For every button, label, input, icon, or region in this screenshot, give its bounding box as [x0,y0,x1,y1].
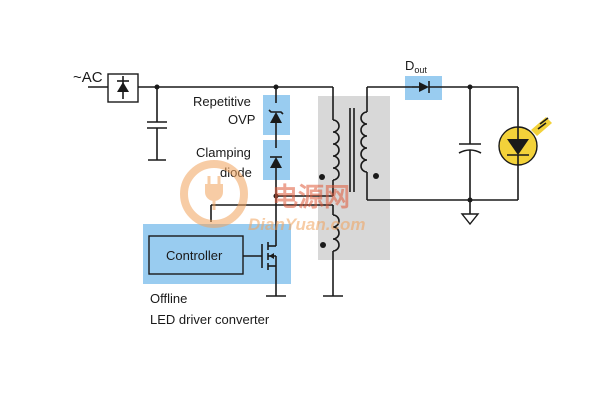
clamping-diode-icon [270,156,282,168]
auxiliary-winding [332,214,340,252]
offline-label: Offline [150,291,187,306]
ac-input-label: ~AC [73,69,103,86]
ovp-label-line1: Repetitive [193,94,251,109]
dianyuan-watermark: 电源网 DianYuan.com [180,160,365,234]
plug-icon [205,184,223,201]
led-driver-label: LED driver converter [150,312,270,327]
primary-winding [332,119,340,181]
mosfet-switch-icon [261,196,277,296]
controller-label: Controller [166,248,223,263]
clamp-label-line1: Clamping [196,145,251,160]
dout-label: Dout [405,58,427,75]
led-icon [498,117,552,166]
watermark-url-text: DianYuan.com [248,215,365,234]
input-capacitor [147,87,167,161]
watermark-logo-text: 电源网 [272,183,350,213]
secondary-winding [360,111,368,173]
output-capacitor [458,87,482,214]
ground-icon [460,213,480,226]
ovp-label-line2: OVP [228,112,255,127]
controller-block [148,235,244,275]
ovp-zener-icon [268,109,284,123]
